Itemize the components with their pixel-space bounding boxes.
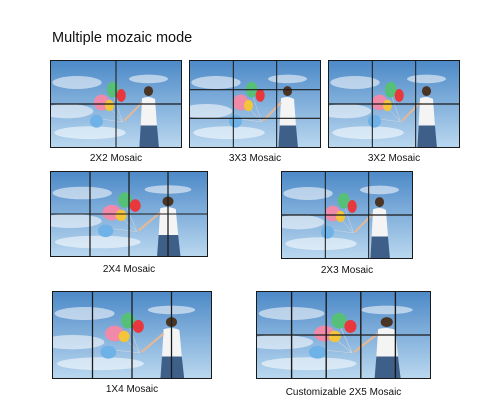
clouds bbox=[329, 74, 446, 140]
mosaic-label: 1X4 Mosaic bbox=[105, 384, 159, 395]
woman bbox=[140, 317, 185, 378]
balloons bbox=[97, 192, 141, 238]
balloons bbox=[321, 192, 357, 239]
clouds bbox=[53, 305, 196, 371]
page-title: Multiple mozaic mode bbox=[52, 30, 193, 46]
mosaic-photo bbox=[53, 292, 211, 378]
mosaic-label: 2X3 Mosaic bbox=[320, 265, 374, 276]
mosaic-photo bbox=[51, 172, 207, 256]
mosaic-photo bbox=[329, 61, 459, 147]
mosaic-label: 3X3 Mosaic bbox=[228, 153, 282, 164]
clouds bbox=[190, 74, 307, 140]
video-wall-screen bbox=[50, 60, 182, 148]
mosaic-label: 3X2 Mosaic bbox=[367, 153, 421, 164]
video-wall-screen bbox=[281, 171, 413, 259]
mosaic-label: 2X4 Mosaic bbox=[102, 264, 156, 275]
video-wall-screen bbox=[256, 291, 431, 379]
clouds bbox=[51, 74, 168, 140]
mosaic-photo bbox=[282, 172, 412, 258]
video-wall-screen bbox=[50, 171, 208, 257]
mosaic-label: Customizable 2X5 Mosaic bbox=[285, 387, 402, 398]
video-wall-screen bbox=[328, 60, 460, 148]
mosaic-photo bbox=[257, 292, 430, 378]
balloons bbox=[308, 312, 357, 359]
mosaic-photo bbox=[190, 61, 320, 147]
clouds bbox=[282, 185, 399, 251]
mosaic-photo bbox=[51, 61, 181, 147]
video-wall-screen bbox=[189, 60, 321, 148]
mosaic-label: 2X2 Mosaic bbox=[89, 153, 143, 164]
video-wall-screen bbox=[52, 291, 212, 379]
